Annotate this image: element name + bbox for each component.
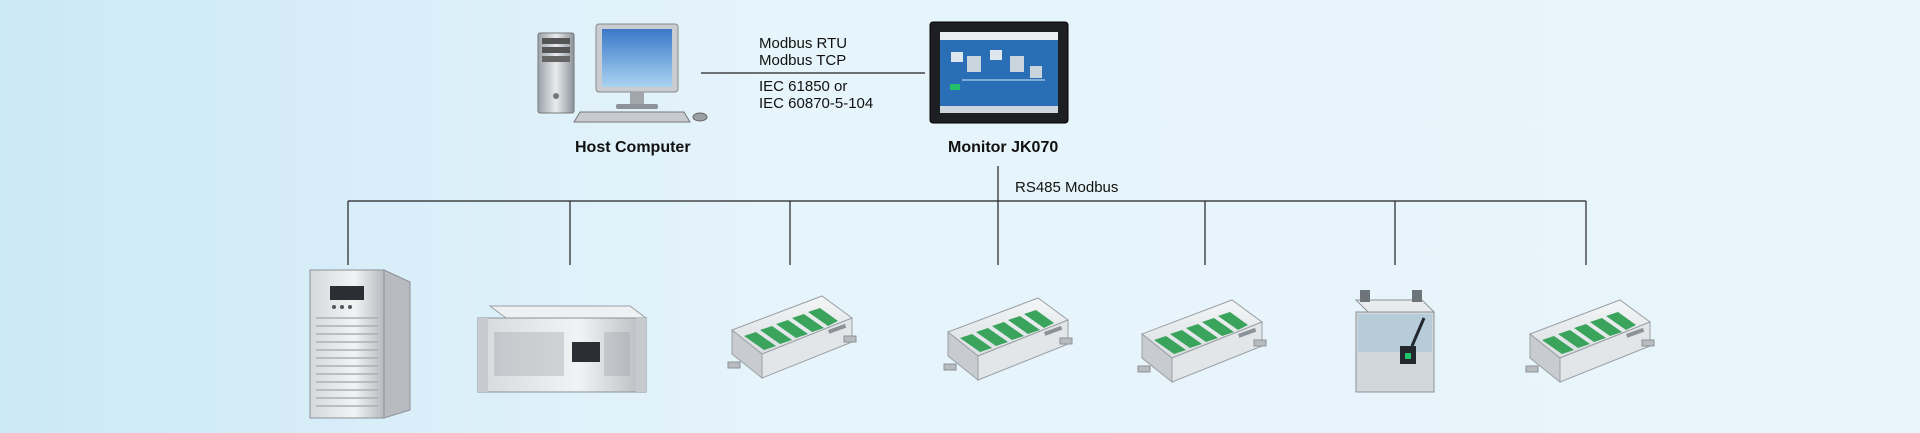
pc-tower — [537, 32, 575, 114]
device-rack-charger — [477, 305, 648, 393]
monitor-jk070-label: Monitor JK070 — [948, 139, 1059, 156]
pc-monitor — [595, 23, 679, 109]
iec-61850-label: IEC 61850 or — [759, 78, 848, 95]
rs485-bus-label: RS485 Modbus — [1015, 179, 1119, 196]
pc-keyboard — [573, 111, 708, 123]
device-module-2 — [943, 297, 1073, 381]
device-battery — [1354, 290, 1436, 393]
device-rectifier-tower — [309, 269, 411, 419]
modbus-tcp-label: Modbus TCP — [759, 52, 847, 69]
device-module-3 — [1137, 299, 1267, 383]
device-module-4 — [1525, 299, 1655, 383]
device-module-1 — [727, 295, 857, 379]
modbus-rtu-label: Modbus RTU — [759, 35, 848, 52]
iec-60870-label: IEC 60870-5-104 — [759, 95, 874, 112]
host-computer-label: Host Computer — [575, 139, 691, 156]
